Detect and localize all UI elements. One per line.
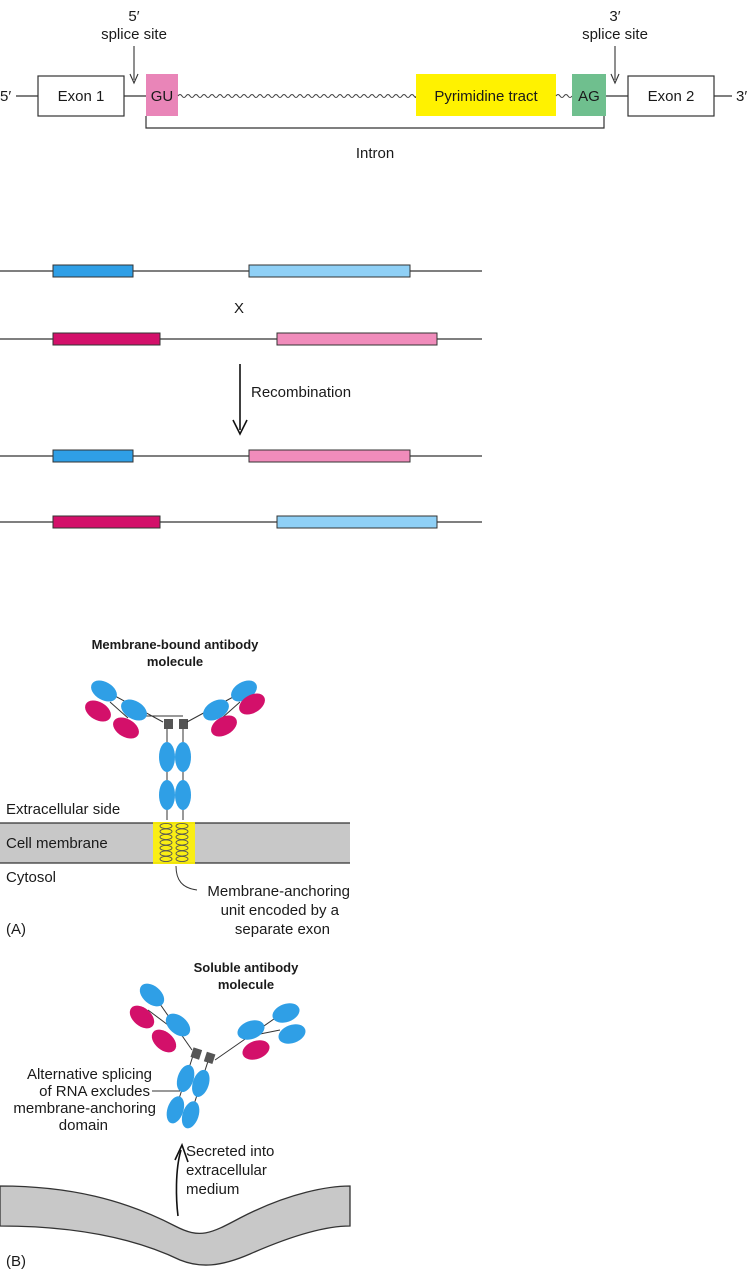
- five-prime-end-label: 5′: [0, 88, 11, 105]
- exon2-label: Exon 2: [648, 88, 695, 105]
- helix-turn: [175, 855, 189, 863]
- alt-splicing-label-1: Alternative splicing: [27, 1066, 152, 1083]
- crossover-mark: X: [234, 300, 244, 317]
- secreted-label-1: Secreted into: [186, 1143, 274, 1160]
- exon2-box: [627, 75, 715, 117]
- cytosol-label: Cytosol: [6, 869, 56, 886]
- fc-domain: [192, 1069, 210, 1097]
- fc-domain: [159, 780, 175, 810]
- anchor-label-2: unit encoded by a: [221, 902, 340, 919]
- arm-line: [259, 1029, 281, 1035]
- constant-light-domain: [211, 715, 237, 737]
- gu-box: [146, 74, 178, 116]
- variable-light-domain: [85, 700, 111, 722]
- intron-label: Intron: [356, 145, 394, 162]
- ag-label: AG: [578, 88, 600, 105]
- pyrimidine-label: Pyrimidine tract: [434, 88, 538, 105]
- recombination-diagram: X Recombination: [0, 264, 482, 529]
- variable-heavy-domain: [272, 1003, 300, 1023]
- constant-light-domain: [113, 717, 139, 739]
- intron-wave-2: [555, 93, 573, 99]
- exon-magenta-2: [52, 515, 161, 529]
- membrane-antibody: [85, 680, 265, 820]
- alt-splicing-label-3: membrane-anchoring: [13, 1100, 156, 1117]
- secreted-label-3: medium: [186, 1181, 239, 1198]
- secreted-label-2: extracellular: [186, 1162, 267, 1179]
- helix-turn: [159, 855, 173, 863]
- five-prime-site-arrowhead: [129, 73, 139, 85]
- extracellular-label: Extracellular side: [6, 801, 120, 818]
- gu-label: GU: [151, 88, 174, 105]
- anchor-label-1: Membrane-anchoring: [207, 883, 350, 900]
- disulfide-square: [190, 1047, 203, 1060]
- disulfide-square: [203, 1051, 216, 1065]
- secretion-arrowhead: [174, 1142, 189, 1163]
- alt-splicing-label-2: of RNA excludes: [39, 1083, 150, 1100]
- intron-bracket: [145, 116, 605, 129]
- disulfide-square: [179, 719, 188, 729]
- ag-box: [572, 74, 606, 116]
- variable-light-domain: [239, 693, 265, 715]
- exon-blue-light-1: [248, 264, 411, 278]
- three-prime-site-arrowhead: [610, 73, 620, 85]
- alt-splicing-label-4: domain: [59, 1117, 108, 1134]
- exon-pink-light-2: [248, 449, 411, 463]
- three-prime-site-label-1: 3′: [609, 8, 620, 25]
- panel-a-title-2: molecule: [147, 654, 203, 669]
- exon-blue-dark-1: [52, 264, 134, 278]
- panel-b: Soluble antibody molecule: [0, 960, 351, 1270]
- fc-domain: [176, 1064, 195, 1092]
- constant-light-domain: [151, 1029, 177, 1053]
- constant-heavy-domain: [165, 1013, 191, 1037]
- fc-domain: [175, 780, 191, 810]
- variable-light-domain: [278, 1024, 306, 1044]
- fc-domain: [166, 1096, 185, 1124]
- variable-heavy-domain: [139, 983, 165, 1007]
- anchor-highlight: [153, 822, 195, 864]
- panel-b-title-2: molecule: [218, 977, 274, 992]
- recombination-arrowhead: [232, 419, 248, 436]
- anchor-label-3: separate exon: [235, 921, 330, 938]
- cell-surface-wave: [0, 1185, 351, 1266]
- constant-heavy-domain: [121, 699, 147, 721]
- variable-light-domain: [129, 1005, 155, 1029]
- constant-light-domain: [242, 1040, 270, 1060]
- five-prime-site-label-2: splice site: [101, 26, 167, 43]
- panel-b-title-1: Soluble antibody: [194, 960, 299, 975]
- panel-a: Membrane-bound antibody molecule Extrace…: [0, 637, 350, 938]
- splice-diagram: 5′ Exon 1 GU Pyrimidine tract AG Exon 2 …: [0, 8, 747, 162]
- soluble-antibody-body: [166, 1047, 216, 1129]
- panel-a-title-1: Membrane-bound antibody: [92, 637, 260, 652]
- panel-a-tag: (A): [6, 921, 26, 938]
- arm-line: [109, 701, 129, 719]
- constant-heavy-domain: [203, 699, 229, 721]
- exon-magenta-1: [52, 332, 161, 346]
- exon-blue-light-2: [276, 515, 438, 529]
- recombination-label: Recombination: [251, 384, 351, 401]
- arm-line: [221, 701, 241, 719]
- constant-heavy-domain: [237, 1020, 265, 1040]
- exon-blue-dark-2: [52, 449, 134, 463]
- membrane-label: Cell membrane: [6, 835, 108, 852]
- disulfide-square: [164, 719, 173, 729]
- anchor-helices: [159, 822, 189, 863]
- pyrimidine-box: [416, 74, 556, 116]
- anchor-pointer-line: [175, 865, 198, 891]
- fc-domain: [175, 742, 191, 772]
- exon-pink-light-1: [276, 332, 438, 346]
- soluble-antibody: [129, 983, 306, 1129]
- secretion-arrow: [175, 1149, 182, 1217]
- fc-domain: [181, 1101, 200, 1129]
- three-prime-site-label-2: splice site: [582, 26, 648, 43]
- three-prime-end-label: 3′: [736, 88, 747, 105]
- variable-heavy-domain: [91, 680, 117, 702]
- intron-wave-1: [177, 93, 417, 99]
- five-prime-site-label-1: 5′: [128, 8, 139, 25]
- exon1-label: Exon 1: [58, 88, 105, 105]
- panel-b-tag: (B): [6, 1253, 26, 1270]
- fc-domain: [159, 742, 175, 772]
